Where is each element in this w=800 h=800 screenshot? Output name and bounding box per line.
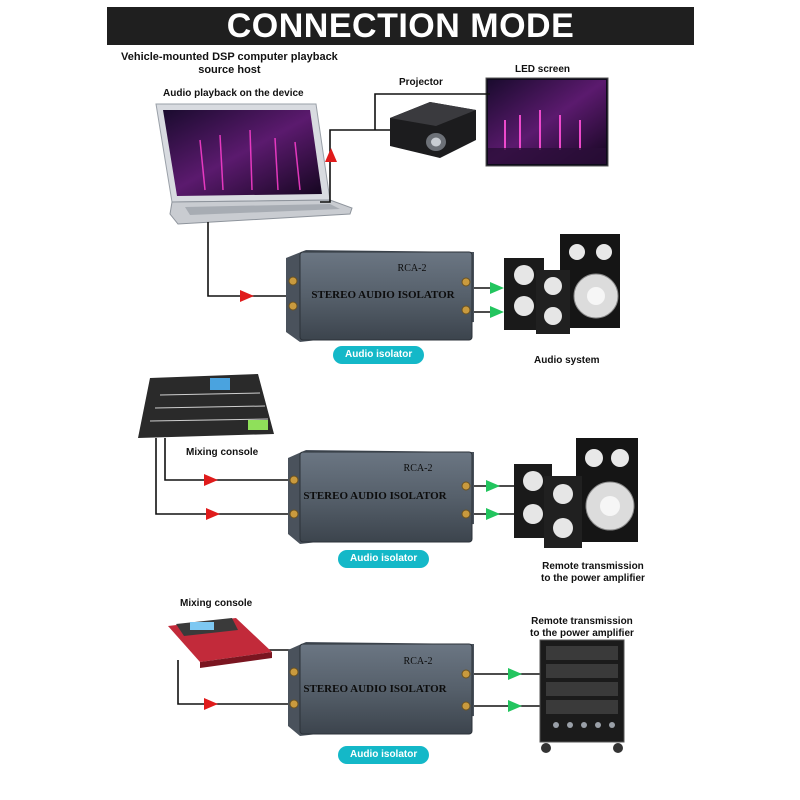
remote-label-1-line2: to the power amplifier: [541, 573, 645, 584]
host-title-line2: source host: [198, 64, 261, 76]
title-banner: CONNECTION MODE: [107, 7, 694, 45]
audio-system-label: Audio system: [534, 355, 600, 366]
input-arrow-icon: [206, 508, 220, 520]
remote-label-1: Remote transmission to the power amplifi…: [541, 561, 645, 585]
speaker-system-icon-1: [504, 234, 620, 334]
audio-isolator-box-1: [286, 250, 474, 342]
audio-isolator-box-3: [288, 642, 474, 736]
input-arrow-icon: [204, 698, 218, 710]
speaker-system-icon-2: [514, 438, 638, 548]
output-arrow-icon: [508, 700, 522, 712]
remote-label-2-line1: Remote transmission: [531, 616, 633, 627]
device-model-3: RCA-2: [404, 656, 433, 667]
mixing-console-icon-1: [138, 374, 274, 438]
audio-isolator-pill-3: Audio isolator: [338, 746, 430, 764]
laptop-label: Audio playback on the device: [163, 88, 304, 99]
device-name-1: STEREO AUDIO ISOLATOR: [311, 289, 455, 301]
output-arrow-icon: [486, 480, 500, 492]
audio-isolator-box-2: [288, 450, 474, 544]
projector-label: Projector: [399, 77, 443, 88]
input-arrow-icon: [240, 290, 254, 302]
device-name-3: STEREO AUDIO ISOLATOR: [303, 683, 447, 695]
projector-icon: [390, 102, 476, 158]
audio-isolator-pill-2: Audio isolator: [338, 550, 430, 568]
page-title: CONNECTION MODE: [226, 7, 575, 45]
output-arrow-icon: [490, 306, 504, 318]
audio-isolator-pill-1: Audio isolator: [333, 346, 425, 364]
host-title: Vehicle-mounted DSP computer playback so…: [121, 51, 338, 77]
output-arrow-icon: [486, 508, 500, 520]
remote-label-2-line2: to the power amplifier: [530, 628, 634, 639]
remote-label-2: Remote transmission to the power amplifi…: [530, 616, 634, 640]
device-name-2: STEREO AUDIO ISOLATOR: [303, 490, 447, 502]
device-model-1: RCA-2: [398, 263, 427, 274]
amplifier-rack-icon: [539, 639, 625, 753]
laptop-icon: [155, 103, 353, 225]
device-model-2: RCA-2: [404, 463, 433, 474]
led-screen-label: LED screen: [515, 64, 571, 75]
mixing-console-label-1: Mixing console: [186, 447, 259, 458]
led-screen-icon: [485, 77, 609, 167]
output-arrow-icon: [508, 668, 522, 680]
output-arrow-icon: [490, 282, 504, 294]
mixing-console-label-2: Mixing console: [180, 598, 253, 609]
remote-label-1-line1: Remote transmission: [542, 561, 644, 572]
input-arrow-icon: [325, 148, 337, 162]
mixing-console-icon-2: [168, 618, 272, 668]
host-title-line1: Vehicle-mounted DSP computer playback: [121, 51, 338, 63]
input-arrow-icon: [204, 474, 218, 486]
